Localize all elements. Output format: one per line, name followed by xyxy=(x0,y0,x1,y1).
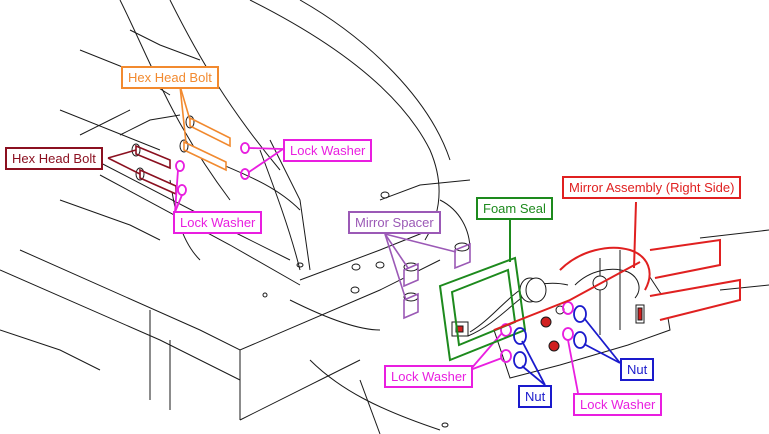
label-hex-head-bolt-upper: Hex Head Bolt xyxy=(121,66,219,89)
label-hex-head-bolt-lower: Hex Head Bolt xyxy=(5,147,103,170)
wiring-harness xyxy=(451,277,569,337)
label-nut-right: Nut xyxy=(620,358,655,381)
callout-lock-washers xyxy=(174,142,579,394)
label-mirror-assembly: Mirror Assembly (Right Side) xyxy=(562,176,742,199)
callout-hex-head-bolt-upper xyxy=(179,85,231,172)
body-detail-holes xyxy=(262,191,449,428)
label-foam-seal: Foam Seal xyxy=(476,197,553,220)
label-lock-washer-bottom-left: Lock Washer xyxy=(384,365,474,388)
callout-nuts xyxy=(513,305,621,386)
label-mirror-spacer: Mirror Spacer xyxy=(348,211,441,234)
callout-mirror-spacers xyxy=(384,233,471,320)
label-nut-bottom: Nut xyxy=(518,385,553,408)
hex-head-bolt-lower-parts xyxy=(131,143,177,195)
label-lock-washer-top: Lock Washer xyxy=(283,139,373,162)
label-lock-washer-left: Lock Washer xyxy=(173,211,263,234)
callout-mirror-assembly xyxy=(493,201,741,331)
label-lock-washer-bottom-right: Lock Washer xyxy=(573,393,663,416)
